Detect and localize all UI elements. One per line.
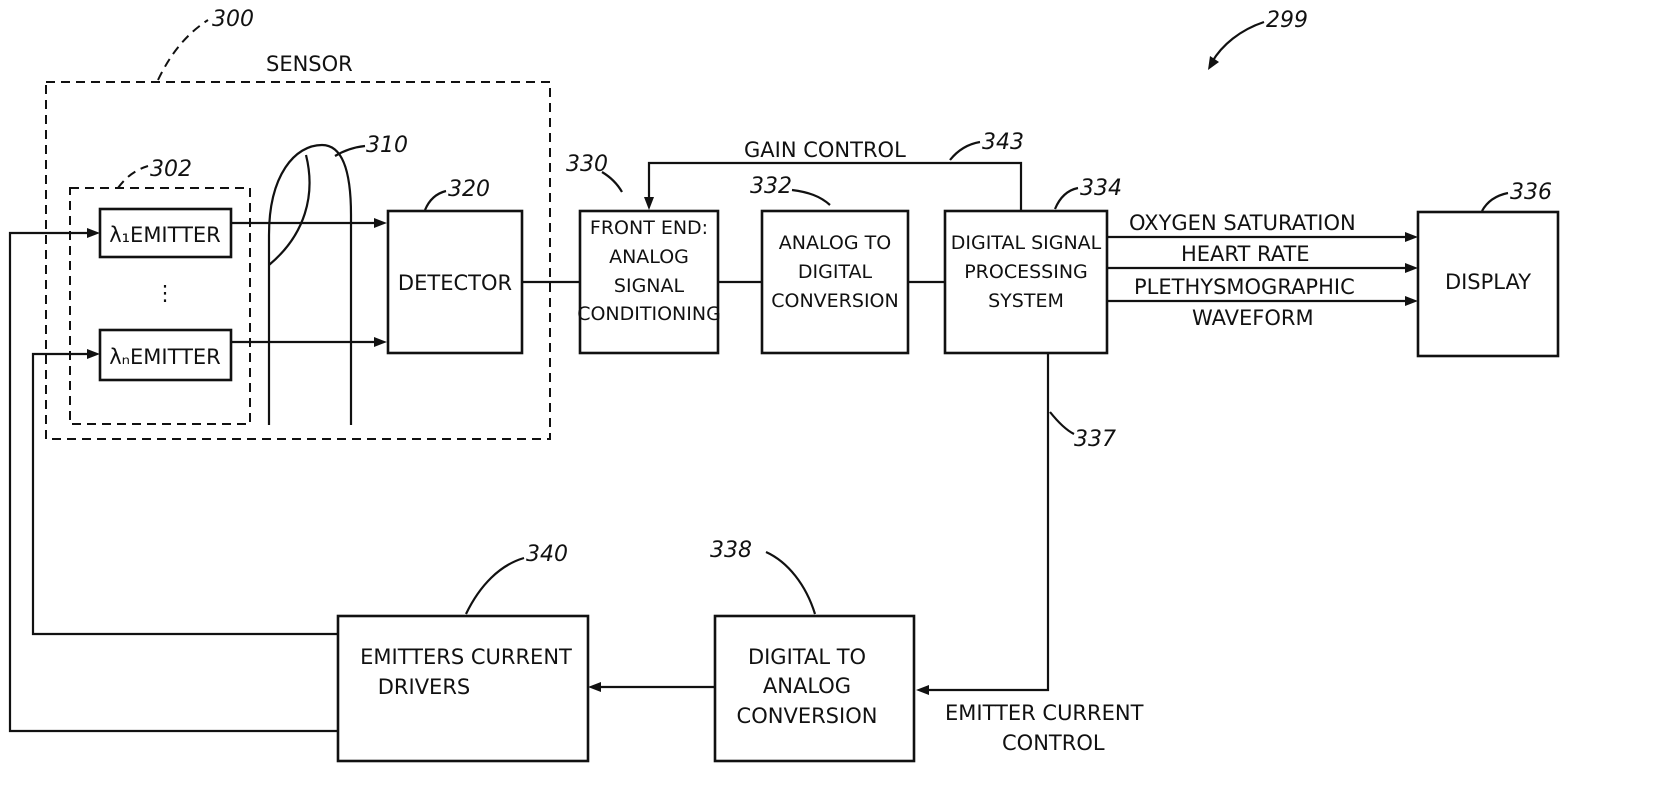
emitter-1-label: λ₁EMITTER (109, 223, 221, 247)
ref-334: 334 (1080, 176, 1122, 201)
arrowhead (644, 197, 654, 210)
adc-leader (792, 190, 830, 205)
front-end-line-2: ANALOG (609, 246, 689, 268)
wire-drivers-emitter-1 (10, 233, 338, 731)
ref-332: 332 (750, 174, 792, 199)
display-label: DISPLAY (1445, 270, 1531, 294)
heart-rate-label: HEART RATE (1181, 242, 1310, 266)
gain-control-label: GAIN CONTROL (744, 138, 906, 162)
sensor-boundary (46, 82, 550, 439)
front-end-line-3: SIGNAL (614, 275, 685, 297)
dac-line-3: CONVERSION (737, 704, 878, 728)
oxygen-saturation-label: OXYGEN SATURATION (1129, 211, 1356, 235)
front-end-leader (602, 172, 622, 192)
ref-300: 300 (212, 7, 254, 32)
dsp-line-3: SYSTEM (988, 290, 1064, 312)
ref-302: 302 (150, 157, 192, 182)
dsp-leader (1055, 188, 1078, 209)
arrowhead (1405, 263, 1418, 273)
gain-control-leader (950, 142, 980, 160)
adc-line-1: ANALOG TO (779, 232, 891, 254)
ref-299: 299 (1266, 8, 1308, 33)
wire-drivers-emitter-n (33, 354, 338, 634)
arrowhead (1405, 232, 1418, 242)
drivers-leader (466, 558, 524, 614)
arrowhead (87, 349, 100, 359)
emitter-ellipsis: ⋮ (155, 281, 176, 305)
adc-line-2: DIGITAL (798, 261, 873, 283)
dac-line-1: DIGITAL TO (748, 645, 866, 669)
emitter-control-line (929, 353, 1048, 690)
display-leader (1482, 193, 1508, 211)
gain-control-line (649, 163, 1021, 211)
ref-310: 310 (366, 133, 408, 158)
dac-leader (766, 552, 815, 614)
emitter-current-control-line-1: EMITTER CURRENT (945, 701, 1144, 725)
system-ref-leader (1212, 22, 1264, 62)
adc-line-3: CONVERSION (771, 290, 898, 312)
dsp-line-2: PROCESSING (964, 261, 1088, 283)
tissue-leader (335, 146, 365, 156)
emitter-control-leader (1050, 412, 1074, 434)
plethysmographic-label: PLETHYSMOGRAPHIC (1134, 275, 1355, 299)
emitter-current-control-line-2: CONTROL (1002, 731, 1105, 755)
sensor-label: SENSOR (266, 52, 353, 76)
ref-343: 343 (982, 130, 1024, 155)
dac-line-2: ANALOG (763, 674, 851, 698)
detector-leader (425, 191, 446, 210)
sensor-leader (158, 20, 208, 80)
ref-330: 330 (566, 152, 608, 177)
detector-label: DETECTOR (398, 271, 512, 295)
arrowhead (374, 218, 387, 228)
dsp-line-1: DIGITAL SIGNAL (951, 232, 1102, 254)
ref-340: 340 (526, 542, 568, 567)
ref-338: 338 (710, 538, 752, 563)
arrowhead (916, 685, 929, 695)
drivers-line-1: EMITTERS CURRENT (360, 645, 572, 669)
emitter-group-leader (118, 166, 148, 188)
arrowhead (374, 337, 387, 347)
tissue-inner-curve (269, 155, 310, 265)
arrowhead (588, 682, 601, 692)
arrowhead (1405, 296, 1418, 306)
drivers-line-2: DRIVERS (378, 675, 471, 699)
front-end-line-1: FRONT END: (590, 217, 708, 239)
front-end-line-4: CONDITIONING (577, 303, 721, 325)
waveform-label: WAVEFORM (1192, 306, 1314, 330)
ref-320: 320 (448, 177, 490, 202)
emitter-n-label: λₙEMITTER (109, 345, 221, 369)
ref-337: 337 (1074, 427, 1116, 452)
ref-336: 336 (1510, 180, 1552, 205)
arrowhead (87, 228, 100, 238)
